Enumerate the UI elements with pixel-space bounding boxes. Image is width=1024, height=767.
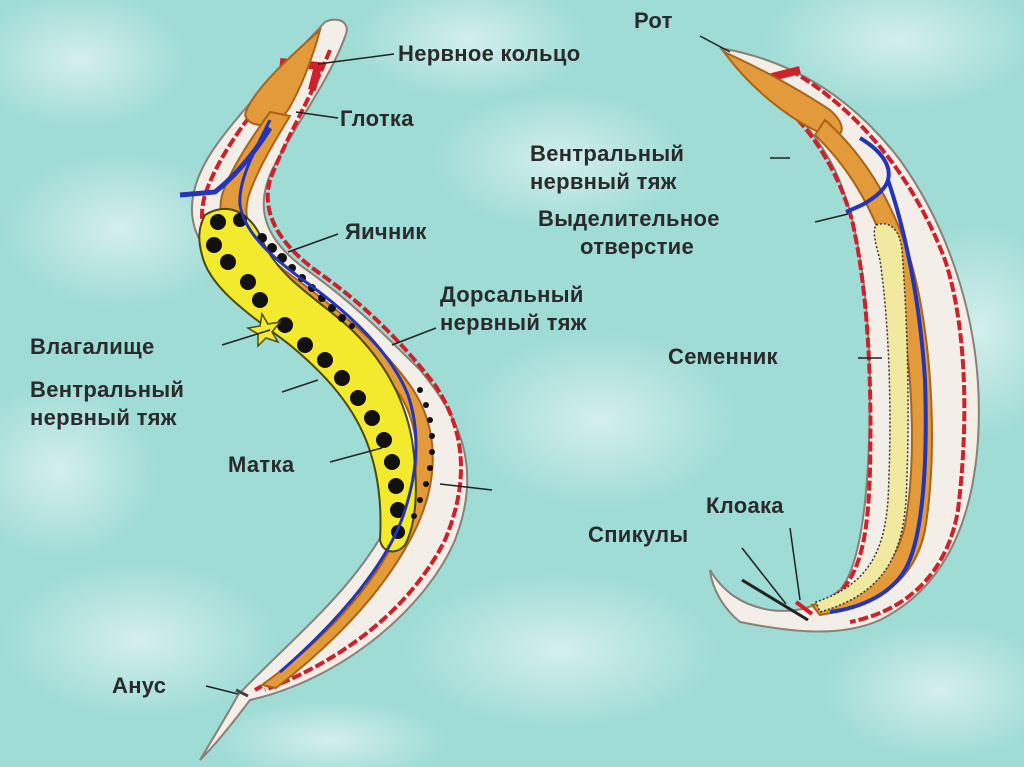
female-muscle-layer-right [264,49,464,692]
female-ventral-nerve-cord [179,126,273,198]
label-excretory-pore: Выделительное отверстие [538,205,720,261]
male-nerve-cord [829,136,928,614]
label-pharynx: Глотка [340,106,414,131]
label-excretory-pore-line1: Выделительное [538,206,720,231]
male-body [709,47,980,633]
label-female-ventral-nerve-cord-line1: Вентральный [30,377,185,402]
label-female-ventral-nerve-cord: Вентральный нервный тяж [30,376,184,432]
male-testis-shape [815,223,909,613]
label-ovary: Яичник [345,219,427,244]
male-cloaca-mark [794,600,814,616]
male-muscle-layer-left [746,76,873,602]
label-mouth: Рот [634,8,673,33]
female-vagina-mark [245,311,282,348]
female-anus-mark [235,688,249,698]
female-uterus-shape [198,208,417,553]
label-uterus: Матка [228,452,295,477]
female-body [190,18,469,761]
male-muscle-layer-right [789,68,967,624]
label-male-ventral-nerve-cord-line2: нервный тяж [530,169,677,194]
label-dorsal-nerve-cord-line1: Дорсальный [440,282,584,307]
label-male-ventral-nerve-cord: Вентральный нервный тяж [530,140,684,196]
label-male-ventral-nerve-cord-line1: Вентральный [530,141,685,166]
label-cloaca: Клоака [706,493,784,518]
male-pharynx-shape [720,49,843,138]
female-worm [179,18,469,761]
male-spicules [741,578,809,622]
label-vagina: Влагалище [30,334,155,359]
male-worm [709,47,980,633]
male-leader-lines [699,35,882,605]
female-leader-lines [205,53,493,695]
label-dorsal-nerve-cord: Дорсальный нервный тяж [440,281,587,337]
female-dorsal-nerve-cord [238,119,418,674]
label-dorsal-nerve-cord-line2: нервный тяж [440,310,587,335]
label-excretory-pore-line2: отверстие [580,234,695,259]
label-spicules: Спикулы [588,522,689,547]
female-eggs [206,213,406,539]
label-nerve-ring: Нервное кольцо [398,41,581,66]
label-anus: Анус [112,673,167,698]
label-female-ventral-nerve-cord-line2: нервный тяж [30,405,177,430]
label-testis: Семенник [668,344,778,369]
